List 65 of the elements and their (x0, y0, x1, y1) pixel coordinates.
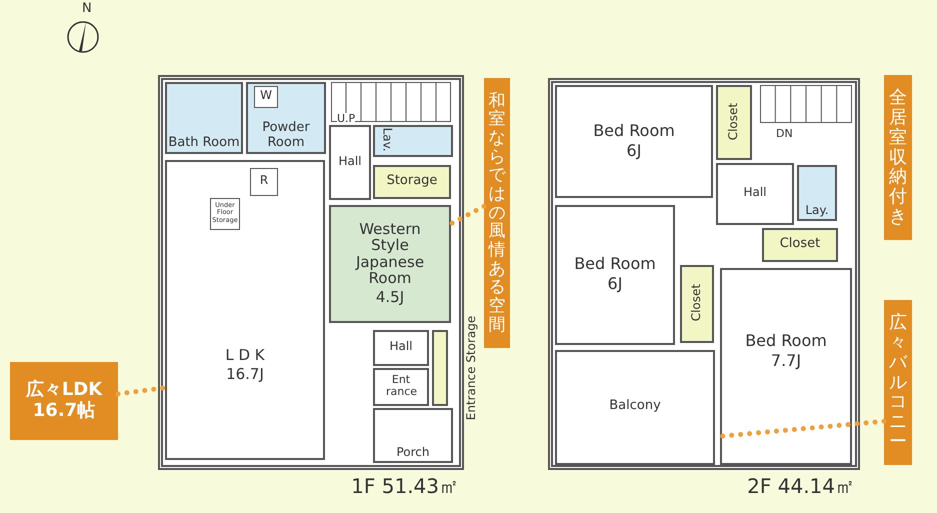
room (555, 205, 675, 345)
callout-box (10, 362, 118, 440)
room-name: Balcony (609, 399, 661, 414)
room (716, 163, 794, 225)
room (797, 165, 837, 221)
room-name: Western Style Japanese Room (354, 220, 426, 287)
room (329, 125, 371, 200)
callout-text: 全居室収納付き (889, 88, 907, 227)
room (165, 160, 325, 460)
room-area: 7.7J (770, 352, 802, 370)
north-label: N (82, 2, 92, 15)
room-name: R (260, 174, 268, 188)
room-name: L D K (225, 347, 265, 364)
callout-box (884, 300, 912, 465)
room (373, 368, 429, 406)
fixture-box (250, 168, 278, 196)
room-name: Lav. (380, 128, 394, 152)
fixture-box (254, 86, 278, 108)
room-name: Storage (386, 174, 438, 188)
room-area: 6J (626, 142, 642, 160)
room (373, 330, 429, 366)
callout-box (884, 75, 912, 240)
room-area: 16.7J (226, 366, 264, 382)
room-name: W (260, 89, 272, 103)
room (329, 205, 451, 323)
callout-text: 広々LDK (26, 380, 102, 400)
room-area: 6J (608, 275, 622, 293)
fixture-box (210, 198, 240, 230)
room-name: Powder Room (261, 121, 311, 150)
room (246, 82, 326, 154)
room-name: Bed Room (745, 332, 827, 350)
room (555, 85, 713, 198)
room (373, 125, 453, 157)
room-name: Lay. (805, 204, 829, 217)
callout-box (484, 78, 510, 348)
floor-area: 2F 44.14㎡ (747, 473, 855, 500)
room-name: Bed Room (574, 255, 656, 273)
room-name: Entrance Storage (464, 316, 478, 420)
room (680, 265, 714, 343)
room-name: Ent rance (386, 374, 416, 398)
callout-text: 広々バルコニー (889, 313, 907, 452)
room-name: Closet (780, 236, 820, 252)
leader-line (116, 385, 168, 396)
leader-line (448, 204, 486, 226)
floor-area: 1F 51.43㎡ (351, 473, 459, 500)
callout-text: 和室ならではの風情ある空間 (488, 92, 506, 334)
room-name: Hall (389, 340, 413, 354)
room (720, 268, 852, 465)
room-area: 4.5J (376, 288, 404, 306)
room (555, 350, 715, 465)
callout-text: 16.7帖 (32, 401, 96, 422)
room (373, 165, 451, 199)
room-name: Closet (727, 102, 741, 140)
room-name: Porch (396, 446, 430, 459)
room (716, 85, 752, 160)
room-name: Hall (743, 186, 767, 200)
room-name: Bed Room (593, 122, 675, 140)
room (762, 228, 838, 262)
room (373, 408, 453, 463)
room-name: Bath Room (168, 136, 240, 150)
room (165, 82, 243, 154)
room-name: Closet (690, 284, 704, 322)
room-name: Hall (338, 154, 362, 168)
stair-direction-label: U.P (337, 113, 356, 124)
stair-direction-label: DN (776, 128, 793, 139)
